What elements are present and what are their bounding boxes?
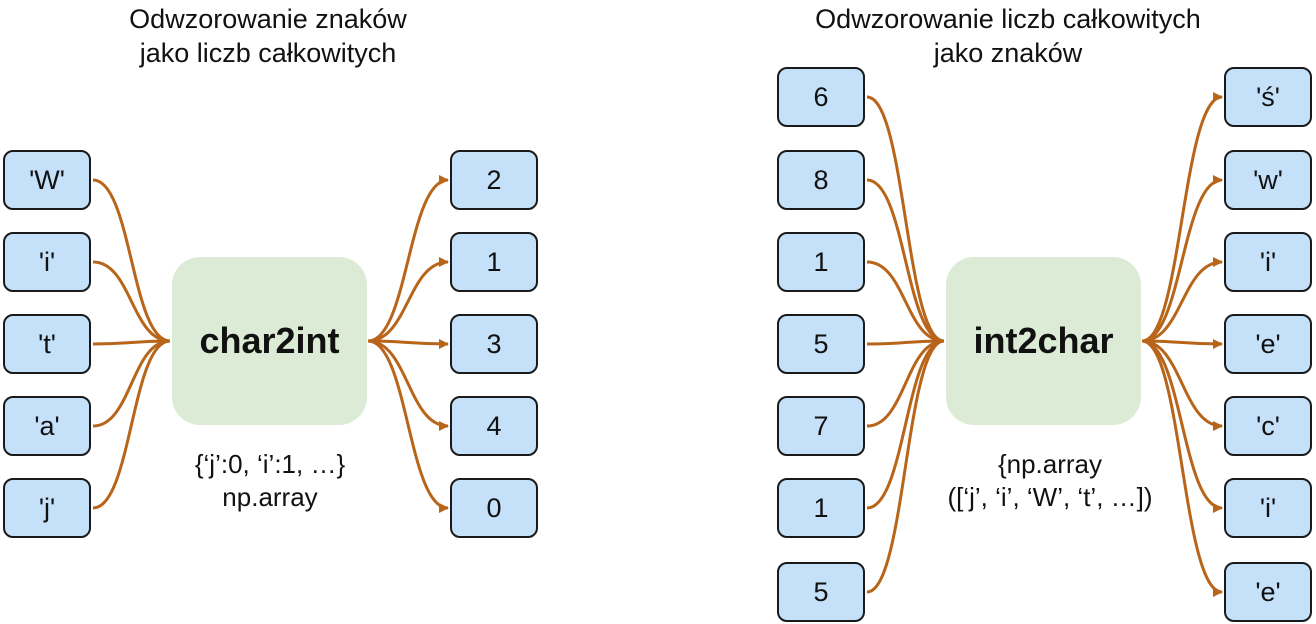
right-title: Odwzorowanie liczb całkowitych jako znak… xyxy=(815,4,1201,68)
output-arrow xyxy=(367,338,449,349)
output-arrow xyxy=(1141,339,1223,597)
right-output-node: 'e' xyxy=(1224,562,1312,622)
right-output-node: 'i' xyxy=(1224,232,1312,292)
left-output-node: 3 xyxy=(450,314,538,374)
input-connector xyxy=(866,178,945,343)
char2int-function-box: char2int xyxy=(172,257,367,425)
output-arrow xyxy=(1141,92,1223,343)
output-arrow xyxy=(367,339,449,431)
input-connector xyxy=(92,339,171,510)
right-output-node: 'i' xyxy=(1224,478,1312,538)
left-title: Odwzorowanie znaków jako liczb całkowity… xyxy=(129,4,407,68)
left-output-node: 1 xyxy=(450,232,538,292)
output-arrow xyxy=(1141,338,1223,349)
output-arrow xyxy=(1141,339,1223,513)
input-connector xyxy=(866,339,945,346)
input-connector xyxy=(866,339,945,428)
input-connector xyxy=(92,260,171,343)
left-input-node: 'W' xyxy=(3,150,91,210)
left-input-node: 'j' xyxy=(3,478,91,538)
left-input-node: 'i' xyxy=(3,232,91,292)
output-arrow xyxy=(1141,175,1223,343)
left-output-node: 2 xyxy=(450,150,538,210)
right-output-node: 'ś' xyxy=(1224,67,1312,127)
right-output-node: 'c' xyxy=(1224,396,1312,456)
right-input-node: 8 xyxy=(777,150,865,210)
output-arrow xyxy=(1141,257,1223,343)
right-annotation: {np.array ([‘j’, ‘i’, ‘W’, ‘t’, …]) xyxy=(947,449,1153,512)
left-input-node: 'a' xyxy=(3,396,91,456)
input-connector xyxy=(92,178,171,343)
input-connector xyxy=(92,339,171,428)
left-annotation: {‘j’:0, ‘i’:1, …} np.array xyxy=(194,449,346,512)
output-arrow xyxy=(1141,339,1223,431)
output-arrow xyxy=(367,175,449,343)
right-output-node: 'e' xyxy=(1224,314,1312,374)
input-connector xyxy=(92,339,171,346)
left-output-node: 0 xyxy=(450,478,538,538)
right-input-node: 5 xyxy=(777,562,865,622)
left-input-node: 't' xyxy=(3,314,91,374)
input-connector xyxy=(866,339,945,510)
right-input-node: 6 xyxy=(777,67,865,127)
input-connector xyxy=(866,95,945,343)
right-input-node: 7 xyxy=(777,396,865,456)
right-input-node: 1 xyxy=(777,232,865,292)
left-output-node: 4 xyxy=(450,396,538,456)
output-arrow xyxy=(367,339,449,513)
right-input-node: 5 xyxy=(777,314,865,374)
int2char-function-box: int2char xyxy=(946,257,1141,425)
input-connector xyxy=(866,260,945,343)
right-input-node: 1 xyxy=(777,478,865,538)
input-connector xyxy=(866,339,945,594)
right-output-node: 'w' xyxy=(1224,150,1312,210)
output-arrow xyxy=(367,257,449,343)
